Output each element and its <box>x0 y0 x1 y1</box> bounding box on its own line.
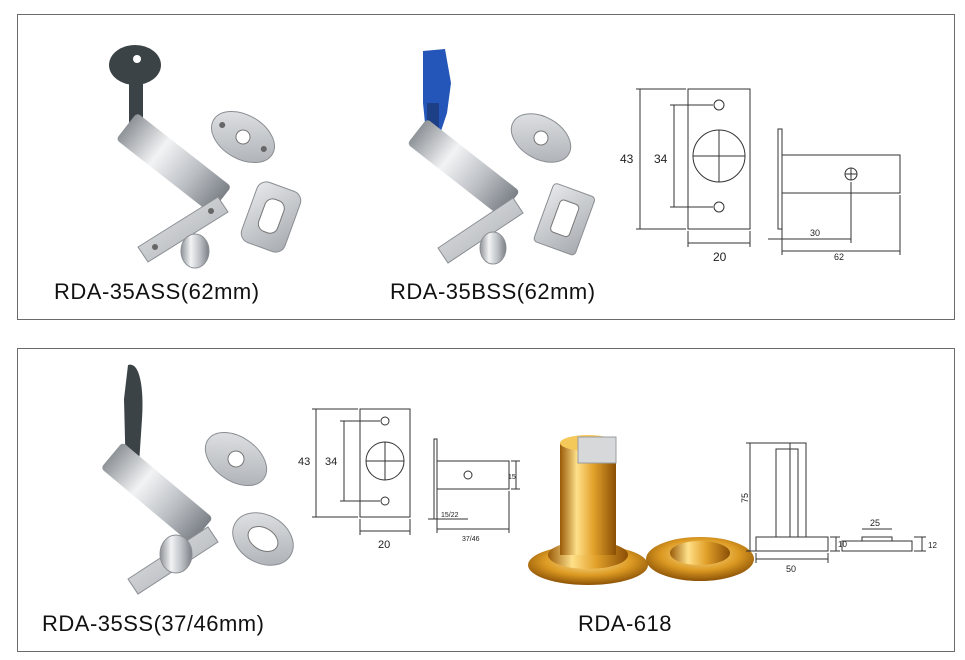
dim-front-height: 43 <box>620 152 634 166</box>
bottom-product-panel: RDA-35SS(37/46mm) 43 34 20 15/22 37/46 1 <box>17 348 955 652</box>
product-label-rda-35ss: RDA-35SS(37/46mm) <box>42 611 265 636</box>
technical-drawing-bottom-left: 43 34 20 15/22 37/46 15 <box>298 408 520 551</box>
dim-base-width: 50 <box>786 564 796 574</box>
technical-drawing-bottom-right: 75 50 10 25 12 <box>740 442 937 574</box>
dim-stopper-height: 75 <box>740 493 750 503</box>
dim-side-b: 62 <box>834 252 844 262</box>
product-label-rda-618: RDA-618 <box>578 611 672 636</box>
dim-front-height-2: 43 <box>298 456 310 468</box>
dim-side-a: 30 <box>810 228 820 238</box>
product-label-rda-35bss: RDA-35BSS(62mm) <box>390 279 596 304</box>
gold-door-stopper-image <box>528 435 754 585</box>
dim-plate-height: 12 <box>928 541 937 550</box>
technical-drawing-top: 43 34 20 30 62 <box>620 88 901 264</box>
product-label-rda-35ass: RDA-35ASS(62mm) <box>54 279 260 304</box>
latch-blue-key-image <box>408 49 596 265</box>
latch-black-key-image <box>109 45 302 269</box>
dim-front-inner: 34 <box>654 152 668 166</box>
dim-plate-width: 25 <box>870 518 880 528</box>
dim-front-width: 20 <box>713 250 727 264</box>
dim-side-height: 15 <box>508 474 516 481</box>
top-product-panel: RDA-35ASS(62mm) RDA-35BSS(62mm) <box>17 14 955 320</box>
dim-side-length: 37/46 <box>462 536 480 543</box>
dim-front-width-2: 20 <box>378 539 390 551</box>
dim-base-height: 10 <box>838 540 847 549</box>
latch-dark-key-image <box>102 364 294 595</box>
dim-side-small: 15/22 <box>441 512 459 519</box>
dim-front-inner-2: 34 <box>325 456 337 468</box>
